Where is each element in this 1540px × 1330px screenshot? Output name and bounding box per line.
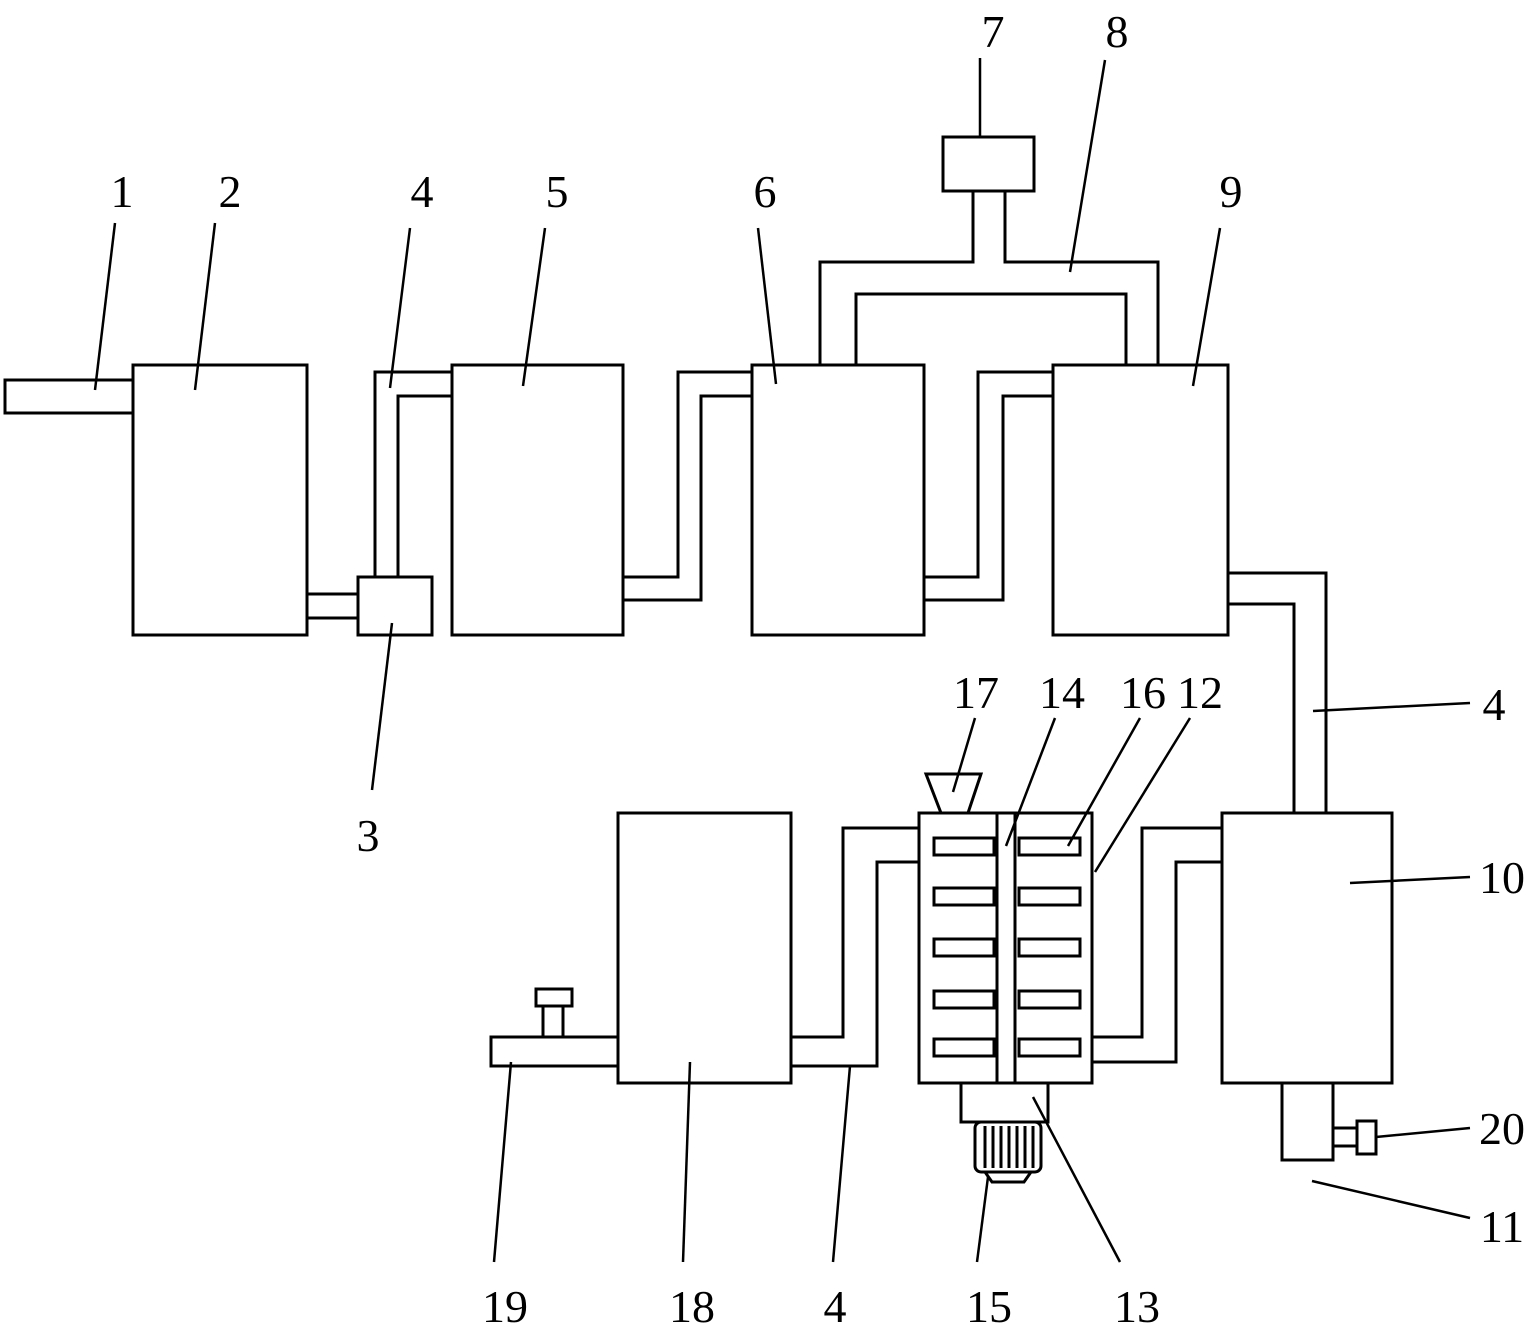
part-9-tank	[1051, 363, 1230, 637]
part-17-hopper	[923, 772, 984, 815]
label-12: 12	[1177, 667, 1223, 718]
label-4-right: 4	[1483, 679, 1506, 730]
label-18: 18	[669, 1281, 715, 1330]
label-4-top: 4	[411, 166, 434, 217]
part-15-motor	[973, 1120, 1043, 1184]
label-14: 14	[1039, 667, 1085, 718]
label-7: 7	[982, 6, 1005, 57]
label-10: 10	[1479, 852, 1525, 903]
label-2: 2	[219, 166, 242, 217]
label-13: 13	[1114, 1281, 1160, 1330]
part-5-tank	[450, 363, 625, 637]
label-6: 6	[754, 166, 777, 217]
leader-lines	[93, 58, 1471, 1263]
pipe-5-to-6	[623, 370, 752, 602]
part-1-inlet-pipe	[3, 378, 135, 415]
part-18-tank	[616, 811, 793, 1085]
part-20-valve	[1333, 1119, 1378, 1156]
label-11: 11	[1480, 1201, 1524, 1252]
part-10-tank	[1220, 811, 1394, 1085]
part-3-pump	[356, 575, 434, 637]
label-1: 1	[111, 166, 134, 217]
part-19-outlet-pipe	[489, 987, 620, 1068]
part-2-tank	[131, 363, 309, 637]
label-5: 5	[546, 166, 569, 217]
pipe-4-3-to-5	[373, 370, 452, 577]
pipe-2-to-3	[307, 592, 358, 620]
label-19: 19	[482, 1281, 528, 1330]
part-14-shaft	[995, 813, 1017, 1083]
label-8: 8	[1106, 6, 1129, 57]
label-15: 15	[966, 1281, 1012, 1330]
pipe-4-9-to-10	[1228, 571, 1328, 813]
label-16: 16	[1120, 667, 1166, 718]
part-7-unit	[941, 135, 1036, 193]
label-4-bottom: 4	[824, 1281, 847, 1330]
part-labels: 1 2 4 5 6 7 8 9 3 17 14 16 12 4 10 20 11…	[111, 6, 1526, 1330]
label-3: 3	[357, 810, 380, 861]
label-20: 20	[1479, 1103, 1525, 1154]
part-11-outlet-pipe	[1280, 1083, 1335, 1162]
pipe-6-to-9	[924, 370, 1053, 602]
pipe-8-loop	[818, 191, 1160, 365]
label-9: 9	[1220, 166, 1243, 217]
part-6-tank	[750, 363, 926, 637]
pipe-10-to-12	[1092, 826, 1222, 1064]
pipe-4-12-to-18	[791, 826, 919, 1068]
label-17: 17	[953, 667, 999, 718]
part-16-blades	[932, 836, 1082, 1058]
